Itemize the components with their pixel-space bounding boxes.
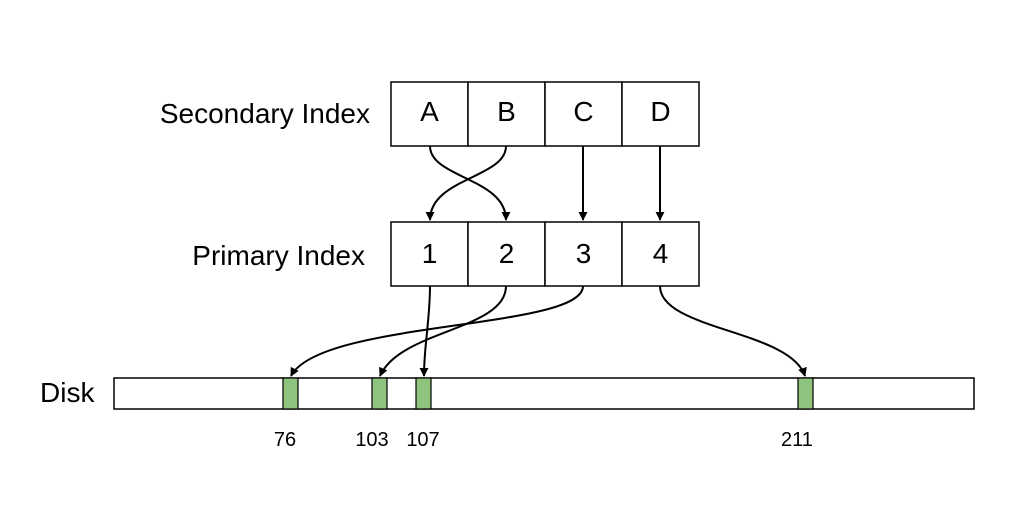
secondary-key: A — [420, 96, 439, 127]
disk-label: Disk — [40, 377, 95, 408]
arrow-4-to-211 — [659, 285, 807, 377]
primary-key: 1 — [422, 238, 438, 269]
disk-block — [371, 377, 388, 410]
disk-bar — [113, 377, 975, 410]
secondary-index-row: A B C D — [390, 81, 700, 147]
secondary-cell — [467, 81, 546, 147]
arrow-3-to-76 — [290, 285, 584, 377]
disk-address: 211 — [781, 429, 813, 451]
primary-key: 3 — [576, 238, 592, 269]
arrow-a-to-2 — [429, 145, 511, 221]
disk-address: 103 — [355, 429, 388, 451]
secondary-to-primary-arrows — [425, 145, 665, 221]
disk-block — [282, 377, 299, 410]
secondary-index-label: Secondary Index — [160, 98, 370, 129]
secondary-cell — [544, 81, 623, 147]
primary-cell — [467, 221, 546, 287]
arrow-2-to-103 — [379, 285, 507, 377]
primary-key: 2 — [499, 238, 515, 269]
secondary-key: B — [497, 96, 516, 127]
primary-to-disk-arrows — [290, 285, 807, 377]
primary-cell — [621, 221, 700, 287]
disk-blocks — [282, 377, 814, 410]
primary-key: 4 — [653, 238, 669, 269]
arrow-1-to-107 — [419, 285, 431, 377]
primary-index-row: 1 2 3 4 — [390, 221, 700, 287]
disk-block — [797, 377, 814, 410]
arrow-b-to-1 — [425, 145, 507, 221]
secondary-cell — [621, 81, 700, 147]
disk-address: 76 — [274, 429, 296, 451]
secondary-key: D — [650, 96, 670, 127]
primary-index-label: Primary Index — [192, 240, 365, 271]
secondary-cell — [390, 81, 469, 147]
disk-block — [415, 377, 432, 410]
disk-address: 107 — [406, 429, 439, 451]
secondary-key: C — [573, 96, 593, 127]
